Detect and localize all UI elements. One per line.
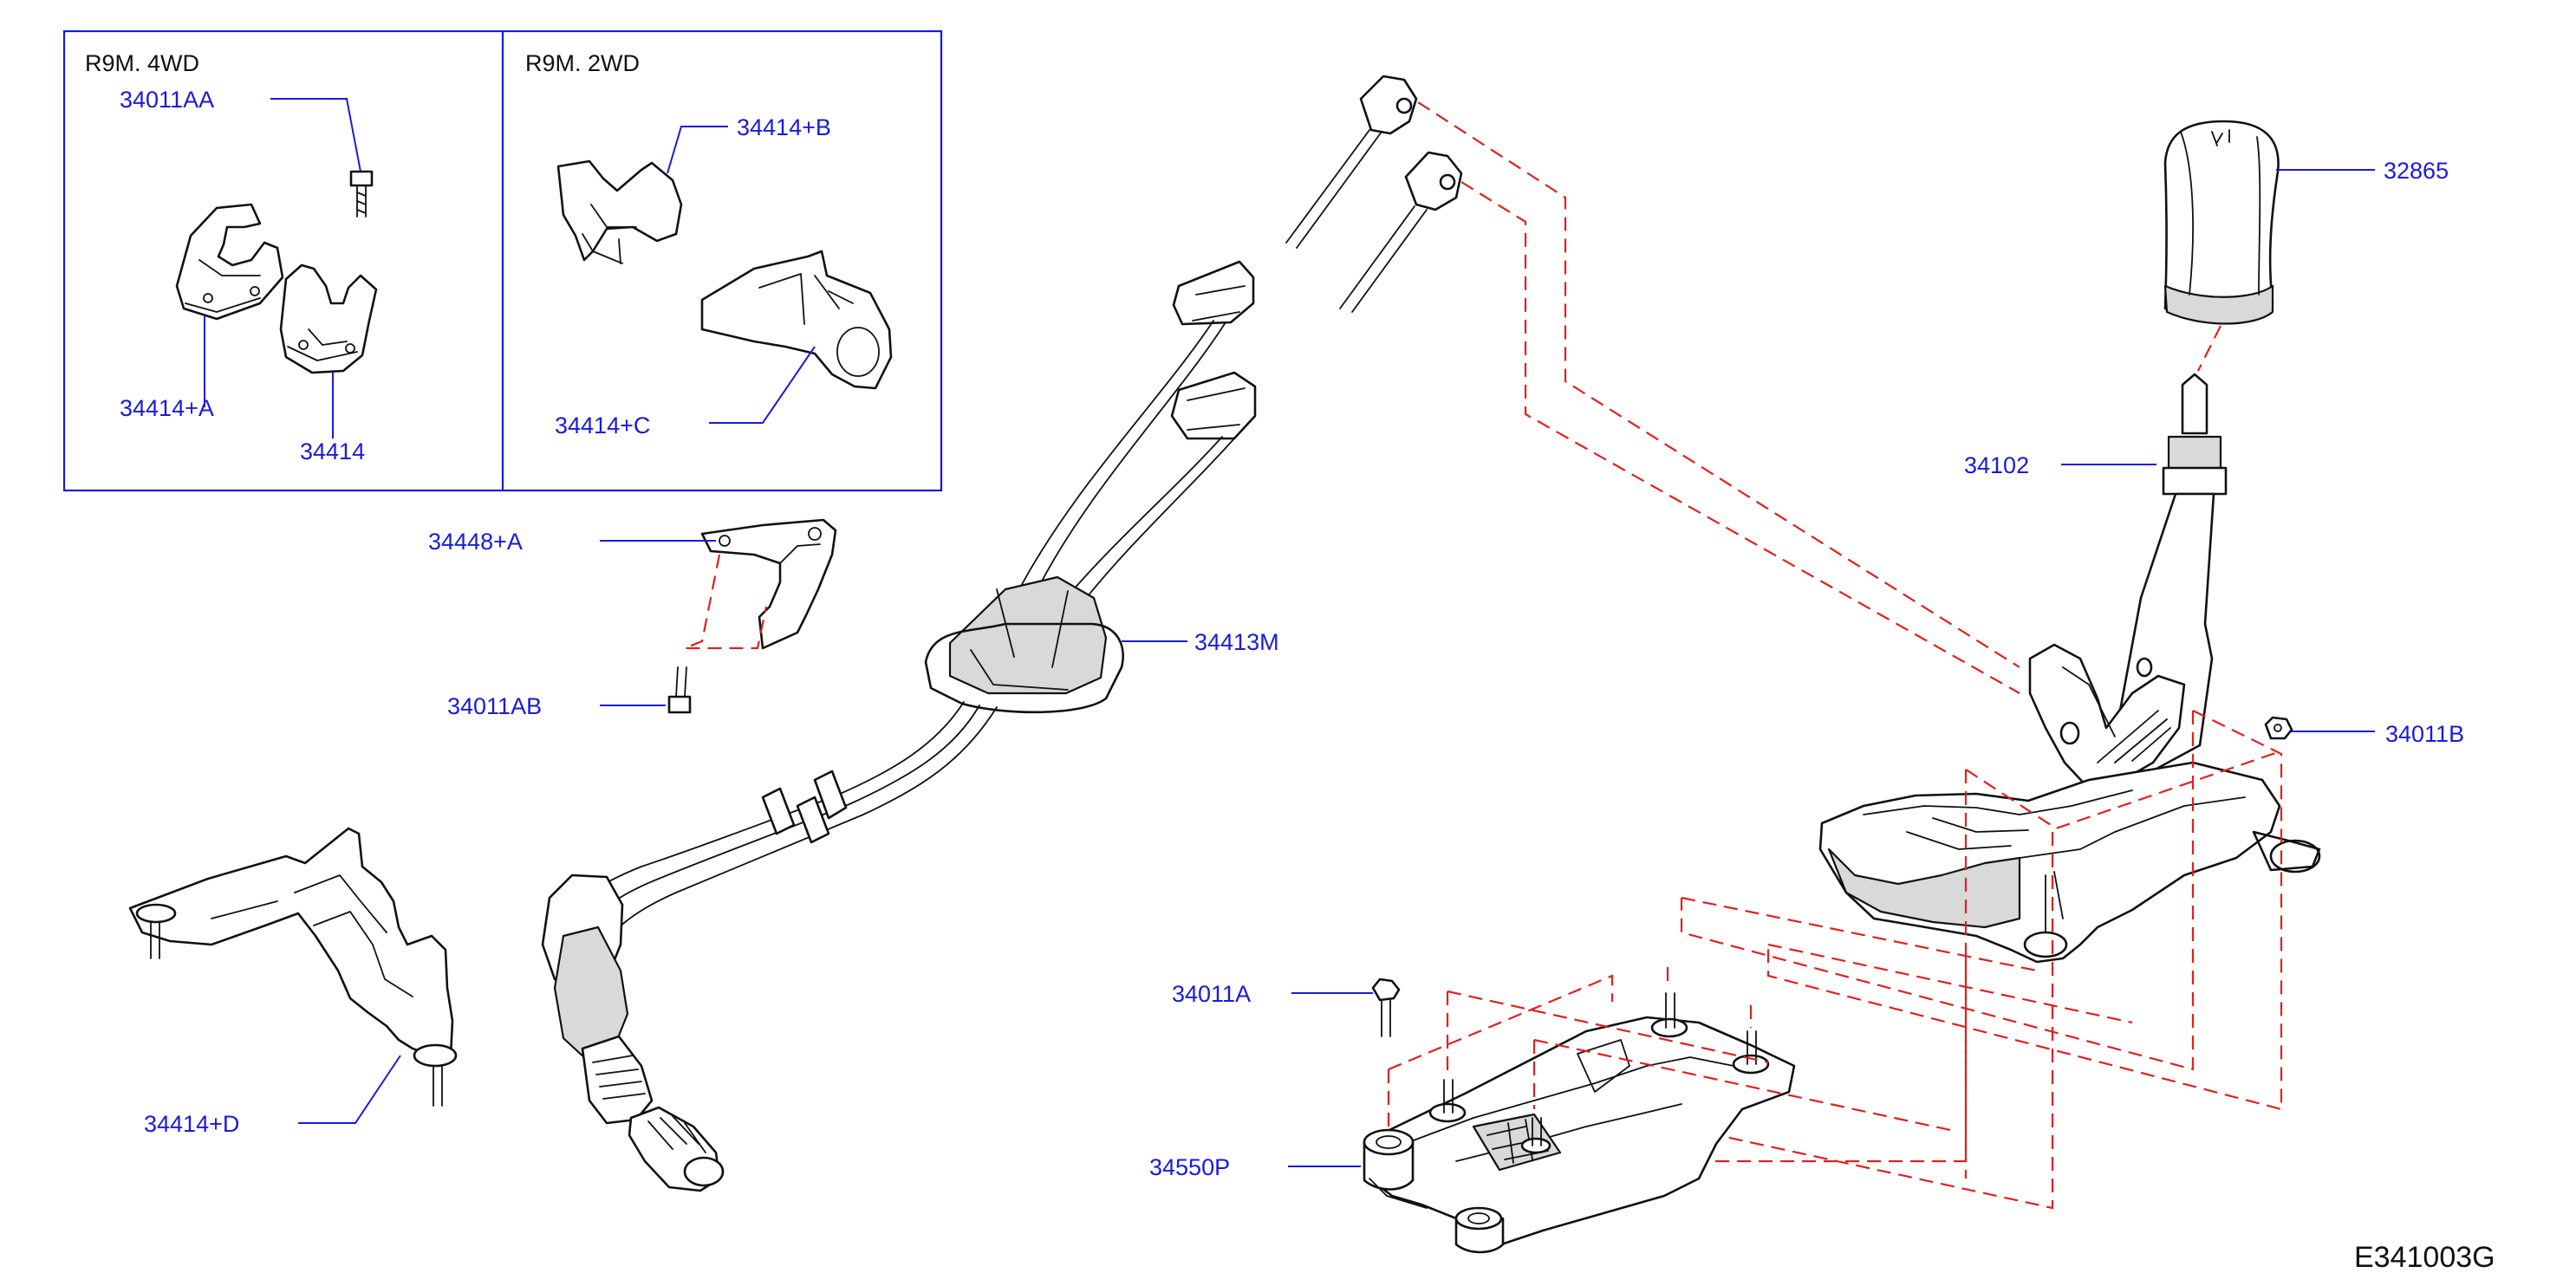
- bracket-34414A: [175, 203, 284, 407]
- bolt-34011A: [1291, 977, 1401, 1037]
- control-cable-assembly-34413M: [541, 75, 1463, 1192]
- label-34413M: 34413M: [1194, 629, 1279, 655]
- label-34448A: 34448+A: [428, 529, 523, 555]
- cable-guides: [1417, 101, 2020, 694]
- variant-2wd-label: R9M. 2WD: [525, 50, 640, 76]
- bolt-34011AA: [270, 98, 374, 218]
- label-34011A: 34011A: [1172, 981, 1251, 1007]
- bracket-34414D: [128, 827, 458, 1124]
- label-34414C: 34414+C: [555, 412, 650, 438]
- bracket-34448A: [600, 518, 837, 650]
- label-34011B: 34011B: [2385, 721, 2464, 747]
- figure-code: E341003G: [2354, 1241, 2495, 1274]
- label-32865: 32865: [2384, 158, 2449, 184]
- shift-knob-32865: [2163, 120, 2375, 372]
- label-34414: 34414: [300, 438, 365, 464]
- label-34414A: 34414+A: [120, 395, 214, 421]
- inset-box: R9M. 4WD R9M. 2WD: [62, 29, 943, 492]
- label-34102: 34102: [1964, 452, 2029, 478]
- bracket-34414C: [700, 250, 893, 424]
- bracket-34414B: [556, 126, 728, 264]
- variant-4wd-label: R9M. 4WD: [85, 50, 199, 76]
- label-34550P: 34550P: [1149, 1154, 1230, 1180]
- label-34011AA: 34011AA: [120, 87, 214, 113]
- control-device-housing: [1818, 761, 2321, 964]
- bracket-34414: [279, 263, 378, 438]
- label-34414D: 34414+D: [144, 1111, 239, 1137]
- label-34011AB: 34011AB: [447, 693, 542, 719]
- shift-lever-34102: [2028, 373, 2228, 790]
- bolt-34011AB: [600, 666, 692, 714]
- label-34414B: 34414+B: [737, 114, 831, 140]
- control-base-34550P: [1288, 967, 1951, 1254]
- nut-34011B: [2264, 716, 2375, 740]
